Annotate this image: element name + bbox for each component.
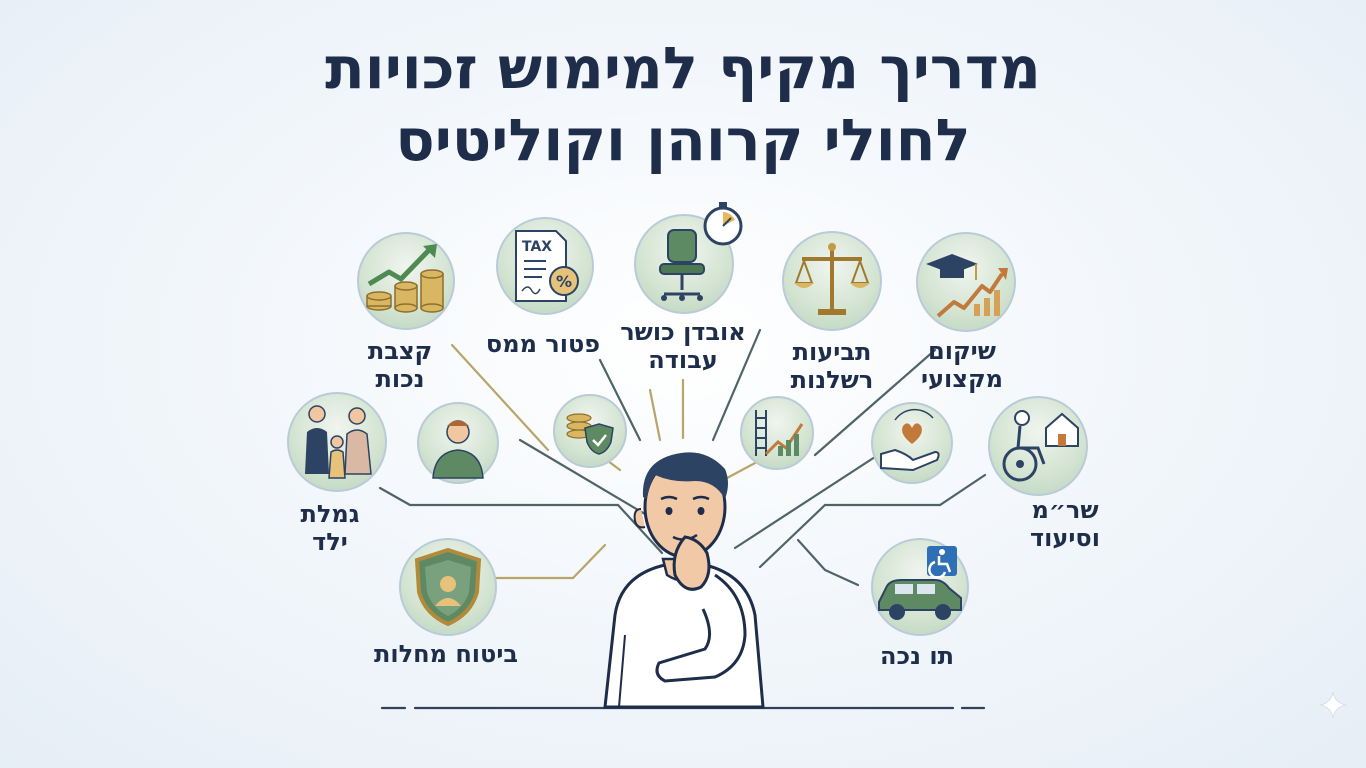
vocational-rehab-label: שיקום מקצועי bbox=[921, 337, 1003, 393]
page-title: מדריך מקיף למימוש זכויות לחולי קרוהן וקו… bbox=[183, 32, 1183, 176]
connector-line bbox=[450, 343, 550, 452]
disability-pension-icon bbox=[357, 232, 455, 330]
connector-line bbox=[648, 388, 662, 442]
connector-line bbox=[711, 328, 762, 442]
stopwatch-icon bbox=[703, 202, 743, 246]
negligence-claims-icon bbox=[782, 231, 882, 331]
heart-hand-icon bbox=[871, 402, 953, 484]
child-allowance-label: גמלת ילד bbox=[300, 500, 360, 556]
tax-exemption-label: פטור ממס bbox=[485, 330, 601, 358]
special-services-icon bbox=[988, 396, 1088, 496]
connector-line bbox=[813, 348, 937, 457]
connector-line bbox=[733, 453, 880, 550]
disability-badge-label: תו נכה bbox=[880, 642, 954, 670]
tax-exemption-icon: TAX % bbox=[496, 217, 594, 315]
ladder-growth-icon bbox=[740, 396, 814, 470]
special-services-label: שר״מ וסיעוד bbox=[1030, 496, 1100, 552]
health-insurance-label: ביטוח מחלות bbox=[373, 640, 519, 668]
connector-line bbox=[518, 438, 657, 522]
tax-icon-text: TAX bbox=[522, 239, 552, 255]
child-allowance-icon bbox=[287, 392, 387, 492]
health-insurance-icon bbox=[399, 538, 497, 636]
vocational-rehab-icon bbox=[916, 232, 1016, 332]
title-line-1: מדריך מקיף למימוש זכויות bbox=[325, 34, 1041, 102]
disability-badge-icon bbox=[871, 538, 969, 636]
connector-line bbox=[758, 473, 987, 569]
title-line-2: לחולי קרוהן וקוליטיס bbox=[395, 106, 971, 174]
svg-text:%: % bbox=[556, 272, 572, 291]
thinking-person-illustration bbox=[603, 452, 765, 709]
sparkle-icon bbox=[1319, 691, 1347, 719]
negligence-claims-label: תביעות רשלנות bbox=[790, 338, 874, 394]
loss-of-work-capacity-label: אובדן כושר עבודה bbox=[620, 318, 746, 374]
disability-pension-label: קצבת נכות bbox=[367, 337, 433, 393]
connector-line bbox=[378, 486, 664, 555]
coins-shield-icon bbox=[553, 394, 627, 468]
connector-line bbox=[486, 543, 607, 580]
connector-line bbox=[796, 538, 860, 587]
person-icon bbox=[417, 402, 499, 484]
connector-line bbox=[598, 358, 642, 442]
